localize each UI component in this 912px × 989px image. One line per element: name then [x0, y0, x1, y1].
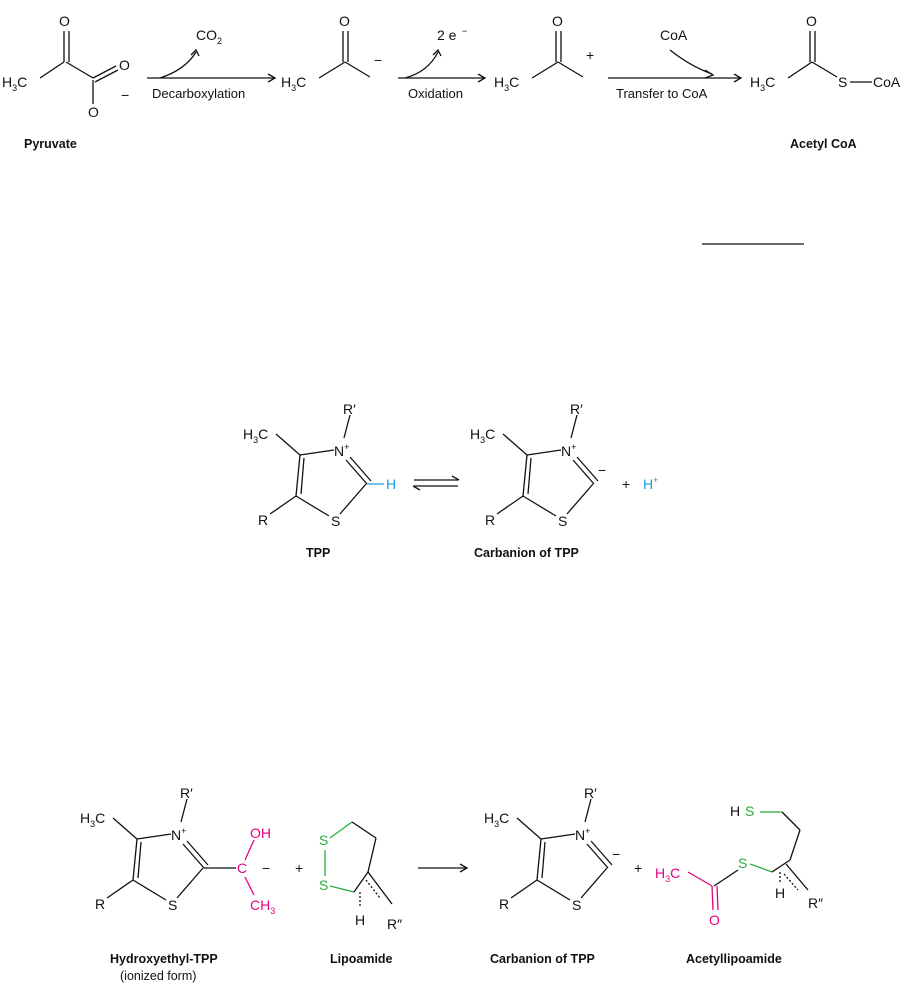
acetyl-cation-structure: H3C O +: [494, 13, 594, 93]
acetyllipoamide-structure: H3C O S H S H R″ Acetyllipoamide: [655, 803, 823, 966]
svg-text:R: R: [95, 896, 105, 912]
scheme-lipoamide-transfer: H3C S N+ R′ R C OH CH3 − Hydroxyethyl-TP…: [80, 785, 823, 983]
svg-text:2 e: 2 e: [437, 27, 457, 43]
svg-text:CO2: CO2: [196, 27, 222, 46]
hydroxyethyl-tpp-structure: H3C S N+ R′ R C OH CH3 − Hydroxyethyl-TP…: [80, 785, 275, 983]
svg-text:H3C: H3C: [494, 74, 519, 93]
svg-text:R: R: [485, 512, 495, 528]
svg-text:N+: N+: [575, 826, 590, 843]
step-oxidation: Oxidation: [408, 86, 463, 101]
svg-text:O: O: [806, 13, 817, 29]
lipoamide-label: Lipoamide: [330, 952, 393, 966]
svg-text:O: O: [59, 13, 70, 29]
svg-text:R″: R″: [387, 916, 402, 932]
step-transfer-to-coa: Transfer to CoA: [616, 86, 708, 101]
tpp-label: TPP: [306, 546, 330, 560]
svg-text:N+: N+: [171, 826, 186, 843]
step-decarboxylation: Decarboxylation: [152, 86, 245, 101]
svg-text:H3C: H3C: [243, 426, 268, 445]
svg-text:S: S: [168, 897, 177, 913]
acetylcoa-structure: H3C O S CoA Acetyl CoA: [750, 13, 901, 151]
svg-text:−: −: [121, 87, 129, 103]
svg-text:S: S: [738, 855, 747, 871]
svg-text:S: S: [319, 832, 328, 848]
scheme-pyruvate-to-acetylcoa: H3C O O O − Pyruvate CO2 Decarboxylation…: [2, 13, 901, 245]
svg-text:OH: OH: [250, 825, 271, 841]
svg-text:H: H: [355, 912, 365, 928]
svg-text:+: +: [622, 476, 630, 492]
svg-text:H3C: H3C: [750, 74, 775, 93]
svg-text:−: −: [374, 52, 382, 68]
tpp-structure: H3C S N+ R′ R H TPP: [243, 401, 396, 560]
acetyllipoamide-label: Acetyllipoamide: [686, 952, 782, 966]
pyruvate-structure: H3C O O O − Pyruvate: [2, 13, 130, 151]
svg-text:O: O: [709, 912, 720, 928]
svg-text:CoA: CoA: [660, 27, 688, 43]
pyruvate-label: Pyruvate: [24, 137, 77, 151]
svg-text:S: S: [558, 513, 567, 529]
carbanion-tpp-structure: H3C S N+ R′ R − + H+ Carbanion of TPP: [470, 401, 658, 560]
svg-text:−: −: [462, 26, 467, 36]
acetylcoa-label: Acetyl CoA: [790, 137, 857, 151]
svg-text:S: S: [319, 877, 328, 893]
svg-text:O: O: [339, 13, 350, 29]
svg-text:−: −: [598, 462, 606, 478]
decarboxylation-arrow: CO2 Decarboxylation: [147, 27, 277, 101]
oxidation-arrow: 2 e − Oxidation: [398, 26, 487, 101]
svg-text:S: S: [572, 897, 581, 913]
carbanion-tpp-label-2: Carbanion of TPP: [490, 952, 595, 966]
svg-text:O: O: [88, 104, 99, 120]
svg-text:+: +: [295, 860, 303, 876]
svg-text:CoA: CoA: [873, 74, 901, 90]
svg-text:O: O: [119, 57, 130, 73]
svg-text:C: C: [237, 860, 247, 876]
svg-text:H: H: [386, 476, 396, 492]
svg-text:H3C: H3C: [484, 810, 509, 829]
svg-text:S: S: [838, 74, 847, 90]
svg-text:+: +: [586, 47, 594, 63]
svg-text:H: H: [775, 885, 785, 901]
svg-text:S: S: [331, 513, 340, 529]
ionized-form-label: (ionized form): [120, 969, 196, 983]
reaction-arrow: [418, 863, 469, 873]
svg-text:H3C: H3C: [655, 865, 680, 884]
svg-text:O: O: [552, 13, 563, 29]
svg-text:+: +: [634, 860, 642, 876]
svg-text:H3C: H3C: [2, 74, 27, 93]
carbanion-tpp-structure-2: H3C S N+ R′ R − Carbanion of TPP: [484, 785, 620, 966]
svg-text:R′: R′: [570, 401, 583, 417]
svg-text:R″: R″: [808, 895, 823, 911]
svg-text:H3C: H3C: [281, 74, 306, 93]
svg-text:R: R: [258, 512, 268, 528]
svg-text:H: H: [730, 803, 740, 819]
lipoamide-structure: S S H R″ Lipoamide: [319, 821, 402, 966]
equilibrium-arrows: [412, 475, 460, 491]
svg-text:−: −: [262, 860, 270, 876]
hydroxyethyl-tpp-label: Hydroxyethyl-TPP: [110, 952, 218, 966]
carbanion-tpp-label-1: Carbanion of TPP: [474, 546, 579, 560]
svg-text:−: −: [612, 846, 620, 862]
transfer-to-coa-arrow: CoA Transfer to CoA: [608, 27, 743, 101]
svg-text:R′: R′: [343, 401, 356, 417]
svg-text:R′: R′: [180, 785, 193, 801]
svg-text:CH3: CH3: [250, 897, 275, 916]
svg-text:H+: H+: [643, 475, 658, 492]
acetyl-carbanion-structure: H3C O −: [281, 13, 382, 93]
svg-text:R′: R′: [584, 785, 597, 801]
svg-text:H3C: H3C: [80, 810, 105, 829]
svg-text:S: S: [745, 803, 754, 819]
svg-text:N+: N+: [561, 442, 576, 459]
svg-text:H3C: H3C: [470, 426, 495, 445]
svg-text:N+: N+: [334, 442, 349, 459]
scheme-tpp-deprotonation: H3C S N+ R′ R H TPP H: [243, 401, 658, 560]
svg-text:R: R: [499, 896, 509, 912]
